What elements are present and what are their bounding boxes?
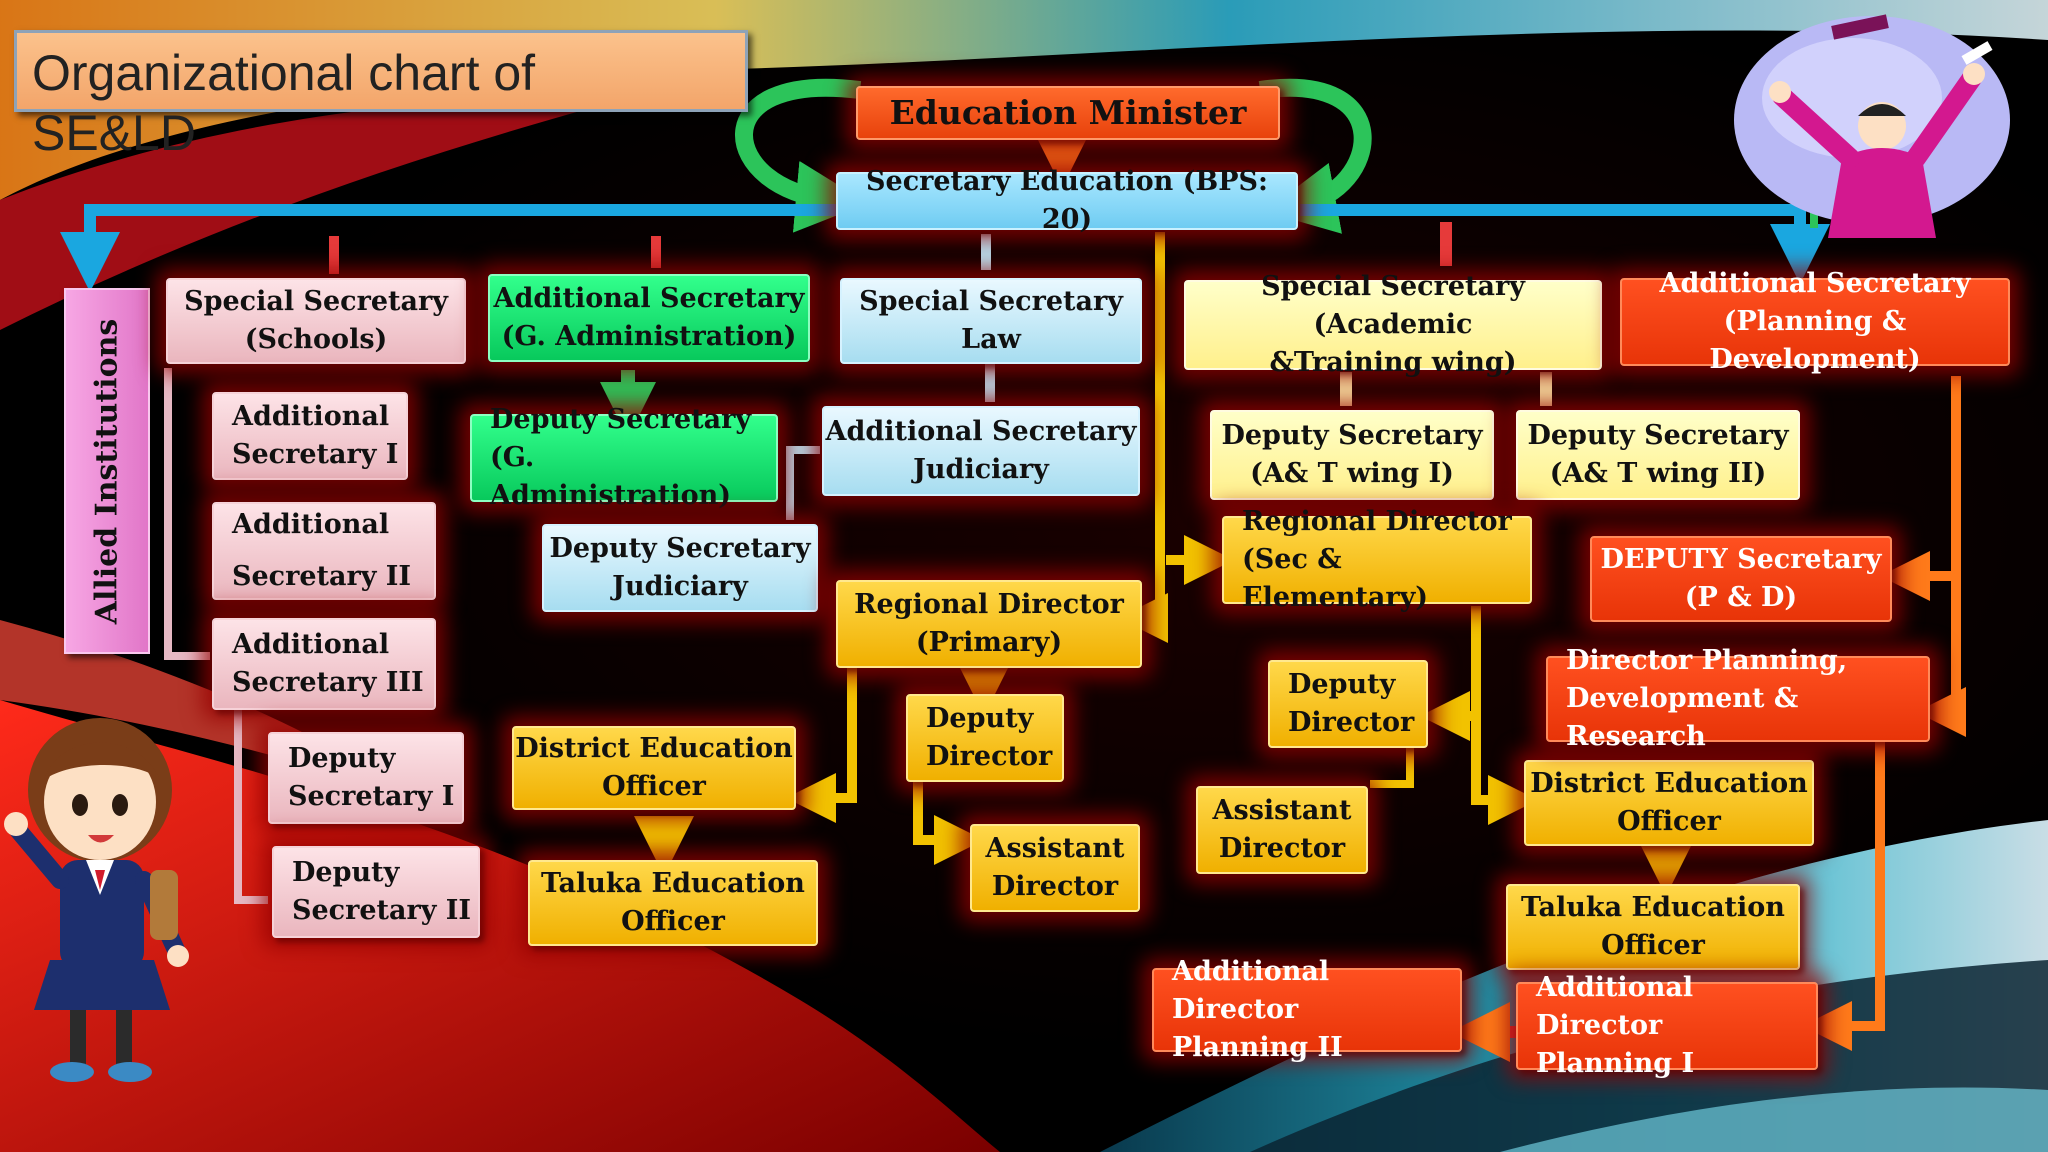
deputy-secretary-2-box: Deputy Secretary II [272, 846, 480, 938]
regional-director-sec-box: Regional Director (Sec & Elementary) [1222, 506, 1532, 613]
deputy-secretary-judiciary-box: Deputy Secretary Judiciary [542, 524, 818, 612]
deputy-secretary-at-wing-1-box: Deputy Secretary (A& T wing I) [1210, 410, 1494, 500]
director-planning-box: Director Planning, Development & Researc… [1546, 645, 1930, 752]
education-minister-box: Education Minister [856, 86, 1280, 140]
graduate-illustration [1734, 14, 2010, 238]
additional-director-planning-2-box: Additional Director Planning II [1152, 956, 1462, 1063]
assistant-director-sec-box: Assistant Director [1196, 786, 1368, 874]
deputy-secretary-at-wing-2-box: Deputy Secretary (A& T wing II) [1516, 410, 1800, 500]
additional-secretary-judiciary-box: Additional Secretary Judiciary [822, 406, 1140, 496]
additional-secretary-gadmin-box: Additional Secretary (G. Administration) [488, 274, 810, 362]
additional-secretary-planning-box: Additional Secretary (Planning & Develop… [1620, 268, 2010, 375]
additional-secretary-2-box: Additional Secretary II [212, 502, 436, 600]
title-box [14, 30, 748, 112]
chart-title-line-1: Organizational chart of [32, 45, 536, 101]
taluka-education-officer-sec-box: Taluka Education Officer [1506, 884, 1800, 970]
deputy-director-sec-box: Deputy Director [1268, 660, 1428, 748]
deputy-secretary-1-box: Deputy Secretary I [268, 732, 464, 824]
special-secretary-schools-box: Special Secretary (Schools) [166, 278, 466, 364]
deputy-secretary-gadmin-box: Deputy Secretary (G. Administration) [470, 404, 778, 511]
special-secretary-law-box: Special Secretary Law [840, 278, 1142, 364]
deputy-director-primary-box: Deputy Director [906, 694, 1064, 782]
allied-institutions-label: Allied Institutions [89, 318, 125, 624]
district-education-officer-primary-box: District Education Officer [512, 726, 796, 810]
assistant-director-primary-box: Assistant Director [970, 824, 1140, 912]
secretary-education-box: Secretary Education (BPS: 20) [836, 166, 1298, 235]
additional-secretary-3-box: Additional Secretary III [212, 618, 436, 710]
regional-director-primary-box: Regional Director (Primary) [836, 580, 1142, 668]
special-secretary-academic-box: Special Secretary (Academic &Training wi… [1184, 271, 1602, 378]
chart-title-line-2: SE&LD [32, 105, 196, 161]
district-education-officer-sec-box: District Education Officer [1524, 760, 1814, 846]
schoolgirl-illustration [4, 718, 189, 1082]
additional-secretary-1-box: Additional Secretary I [212, 392, 408, 480]
additional-director-planning-1-box: Additional Director Planning I [1516, 972, 1818, 1079]
taluka-education-officer-primary-box: Taluka Education Officer [528, 860, 818, 946]
allied-institutions-bar: Allied Institutions [64, 288, 150, 654]
deputy-secretary-pd-box: DEPUTY Secretary (P & D) [1590, 536, 1892, 622]
